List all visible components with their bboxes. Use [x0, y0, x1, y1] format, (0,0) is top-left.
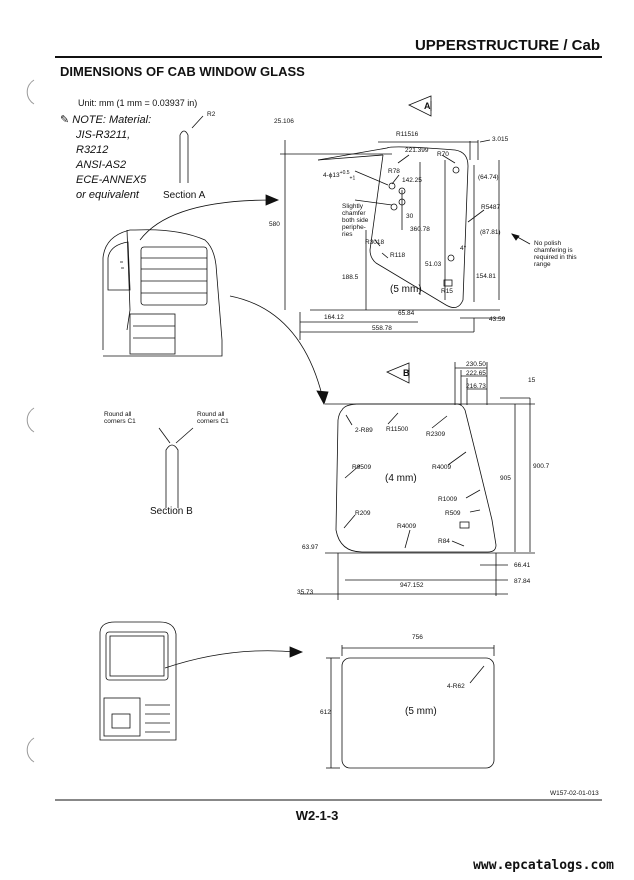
dim-87-81: (87.81) — [480, 229, 501, 236]
dim-r84: R84 — [438, 538, 450, 545]
dim-51-03: 51.03 — [425, 261, 442, 268]
website-watermark: www.epcatalogs.com — [473, 858, 614, 873]
dim-142-25: 142.25 — [402, 177, 422, 184]
material-line: R3212 — [76, 144, 109, 156]
section-a-radius: R2 — [207, 111, 216, 118]
polish-line: required in this — [534, 254, 577, 261]
hole-tolerance-2: +1 — [349, 175, 356, 182]
material-line: ANSI-AS2 — [76, 159, 127, 171]
dim-360-78: 360.78 — [410, 226, 430, 233]
hole-count: 4-ϕ13 — [323, 172, 340, 180]
material-list: JIS-R3211, R3212 ANSI-AS2 ECE-ANNEX5 or … — [76, 128, 146, 203]
dim-r5487: R5487 — [481, 204, 501, 211]
glass-b-thickness: (4 mm) — [385, 473, 417, 484]
dim-230-50: 230.50 — [466, 361, 486, 368]
dim-width-756: 756 — [412, 634, 423, 641]
chamfer-line: chamfer — [342, 210, 366, 217]
chamfer-line: ries — [342, 231, 353, 238]
glass-c-thickness: (5 mm) — [405, 706, 437, 717]
dim-947-152: 947.152 — [400, 582, 424, 589]
section-b-right-note: Round all corners C1 — [197, 411, 229, 425]
dim-66-41: 66.41 — [514, 562, 531, 569]
dim-r3018: R3018 — [365, 239, 385, 246]
chamfer-line: Slightly — [342, 203, 363, 210]
unit-note: Unit: mm (1 mm = 0.03937 in) — [78, 98, 198, 108]
polish-line: chamfering is — [534, 247, 573, 254]
dim-87-84: 87.84 — [514, 578, 531, 585]
dim-r9509: R9509 — [352, 464, 372, 471]
polish-line: range — [534, 261, 551, 268]
note-line: Round all — [197, 411, 225, 418]
view-marker-a: A — [424, 101, 431, 111]
dim-height-612: 612 — [320, 709, 331, 716]
polish-note: No polish chamfering is required in this… — [534, 240, 577, 268]
dim-216-73: 216.73 — [466, 383, 486, 390]
note-line: Round all — [104, 411, 132, 418]
dim-222-65: 222.65 — [466, 370, 486, 377]
dim-r70: R70 — [437, 151, 449, 158]
dim-r509: R509 — [445, 510, 461, 517]
page-title: DIMENSIONS OF CAB WINDOW GLASS — [60, 64, 305, 79]
chamfer-note: Slightly chamfer both side periphe- ries — [342, 203, 368, 238]
dim-43-59: 43.59 — [489, 316, 506, 323]
dim-25-106: 25.106 — [274, 118, 294, 125]
pencil-icon: ✎ — [60, 114, 73, 126]
section-a-label: Section A — [163, 190, 206, 201]
header-rule — [55, 56, 602, 58]
dim-r4009-top: R4009 — [432, 464, 452, 471]
dim-164-12: 164.12 — [324, 314, 344, 321]
note-line: corners C1 — [197, 418, 229, 425]
dim-154-81: 154.81 — [476, 273, 496, 280]
section-b-left-note: Round all corners C1 — [104, 411, 136, 425]
dim-r209: R209 — [355, 510, 371, 517]
dim-r1009: R1009 — [438, 496, 458, 503]
material-line: ECE-ANNEX5 — [76, 174, 147, 186]
dim-holes: 4-ϕ13+0.5+1 — [323, 170, 355, 182]
chamfer-line: periphe- — [342, 224, 366, 231]
dim-r4009-bottom: R4009 — [397, 523, 417, 530]
dim-35-73: 35.73 — [297, 589, 314, 596]
dim-188-5: 188.5 — [342, 274, 359, 281]
dim-63-97: 63.97 — [302, 544, 319, 551]
dim-905: 905 — [500, 475, 511, 482]
dim-900-7: 900.7 — [533, 463, 550, 470]
dim-558-78: 558.78 — [372, 325, 392, 332]
material-line: JIS-R3211, — [76, 129, 131, 141]
material-line: or equivalent — [76, 189, 139, 201]
dim-r11500: R11500 — [386, 426, 409, 433]
glass-a-thickness: (5 mm) — [390, 284, 422, 295]
view-marker-b: B — [403, 368, 410, 378]
page-number: W2-1-3 — [295, 808, 339, 823]
dim-corners-4-r62: 4-R62 — [447, 683, 465, 690]
dim-65-84: 65.84 — [398, 310, 415, 317]
dim-30: 30 — [406, 213, 414, 220]
polish-line: No polish — [534, 240, 562, 247]
drawing-code: W157-02-01-013 — [550, 790, 599, 797]
dim-2-r89: 2-R89 — [355, 427, 373, 434]
dim-580: 580 — [269, 221, 280, 228]
section-b-label: Section B — [150, 506, 193, 517]
section-title: UPPERSTRUCTURE / Cab — [414, 37, 600, 54]
material-note: ✎ NOTE: Material: — [60, 113, 151, 128]
dim-r11516: R11516 — [396, 131, 419, 138]
dim-221-399: 221.399 — [405, 147, 429, 154]
note-line: corners C1 — [104, 418, 136, 425]
material-heading: NOTE: Material: — [72, 114, 152, 126]
dim-angle: 4° — [460, 245, 467, 252]
dim-15: 15 — [528, 377, 536, 384]
dim-64-74: (64.74) — [478, 174, 499, 181]
hole-tolerance: +0.5 — [339, 170, 350, 176]
dim-3-015: 3.015 — [492, 136, 509, 143]
dim-r2309: R2309 — [426, 431, 446, 438]
dim-r78: R78 — [388, 168, 400, 175]
dim-r118: R118 — [390, 252, 406, 259]
chamfer-line: both side — [342, 217, 369, 224]
dim-r15: R15 — [441, 288, 453, 295]
